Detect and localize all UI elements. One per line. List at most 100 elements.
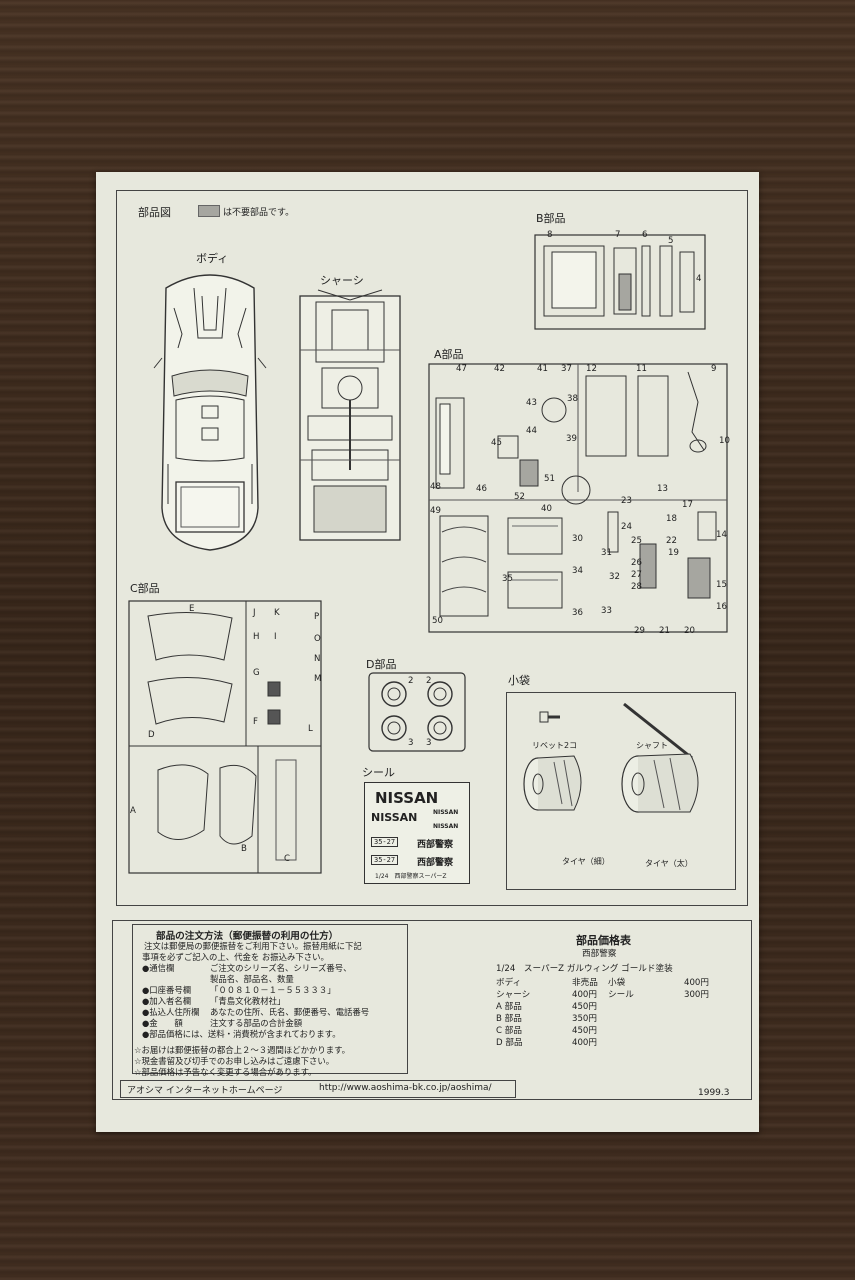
- price-item-price: 450円: [572, 1002, 597, 1012]
- b-part-number: 5: [668, 236, 674, 246]
- a-part-number: 32: [609, 572, 620, 582]
- a-part-number: 9: [711, 364, 717, 374]
- a-part-number: 44: [526, 426, 537, 436]
- c-part-letter: F: [253, 717, 258, 727]
- seal-nissan-large: NISSAN: [375, 789, 439, 807]
- c-part-letter: N: [314, 654, 321, 664]
- c-part-letter: K: [274, 608, 280, 618]
- d-part-number: 2: [426, 676, 432, 686]
- parts-sheet: 部品図 は不要部品です。 ボディ シャーシ B部品: [96, 172, 759, 1132]
- a-part-number: 34: [572, 566, 583, 576]
- b-part-number: 7: [615, 230, 621, 240]
- a-part-number: 15: [716, 580, 727, 590]
- rivet-label: リベット2コ: [532, 741, 578, 750]
- order-intro-line: 注文は郵便局の郵便振替をご利用下さい。振替用紙に下記: [144, 941, 362, 951]
- a-part-number: 21: [659, 626, 670, 636]
- a-part-number: 18: [666, 514, 677, 524]
- a-part-number: 48: [430, 482, 441, 492]
- bag-frame: [506, 692, 736, 890]
- price-list-right: 小袋 400円 シール 300円: [608, 976, 718, 1002]
- a-part-number: 46: [476, 484, 487, 494]
- info-frame: [112, 920, 752, 1100]
- a-part-number: 13: [657, 484, 668, 494]
- price-list-left: ボディ 非売品 シャーシ 400円 A 部品 450円 B 部品 350円 C …: [496, 976, 602, 1050]
- order-row-value: 「００８１０－１－５５３３３」: [210, 985, 336, 995]
- price-subtitle: 西部警察: [582, 949, 617, 959]
- d-part-number: 3: [426, 738, 432, 748]
- seal-seibu: 西部警察: [417, 840, 454, 850]
- a-part-number: 52: [514, 492, 525, 502]
- price-item-name: 小袋: [608, 978, 626, 988]
- a-part-number: 29: [634, 626, 645, 636]
- body-label: ボディ: [196, 252, 229, 265]
- c-part-letter: I: [274, 632, 277, 642]
- seal-nissan-medium: NISSAN: [371, 811, 418, 824]
- c-part-letter: P: [314, 612, 320, 622]
- b-part-number: 8: [547, 230, 553, 240]
- a-part-number: 31: [601, 548, 612, 558]
- a-part-number: 22: [666, 536, 677, 546]
- order-row-value: ご注文のシリーズ名、シリーズ番号、: [210, 963, 352, 973]
- website-url[interactable]: http://www.aoshima-bk.co.jp/aoshima/: [319, 1083, 492, 1093]
- c-part-letter: J: [253, 608, 256, 618]
- a-part-number: 28: [631, 582, 642, 592]
- d-parts-label: D部品: [366, 658, 397, 671]
- a-part-number: 14: [716, 530, 727, 540]
- order-intro-line: 事項を必ずご記入の上、代金を お振込み下さい。: [142, 952, 329, 962]
- c-parts-label: C部品: [130, 582, 160, 595]
- website-label: アオシマ インターネットホームページ: [127, 1086, 283, 1096]
- b-parts-label: B部品: [536, 212, 566, 225]
- a-part-number: 43: [526, 398, 537, 408]
- bag-label: 小袋: [508, 674, 530, 687]
- price-item-name: シール: [608, 990, 634, 1000]
- a-part-number: 41: [537, 364, 548, 374]
- order-row-label: ●加入者名欄: [142, 996, 192, 1006]
- a-part-number: 37: [561, 364, 572, 374]
- seal-nissan-small: NISSAN: [433, 823, 459, 830]
- seal-seibu: 西部警察: [417, 858, 454, 868]
- b-part-number: 4: [696, 274, 702, 284]
- c-part-letter: A: [130, 806, 136, 816]
- seal-plate: 35-27: [371, 855, 399, 865]
- a-part-number: 24: [621, 522, 632, 532]
- c-part-letter: L: [308, 724, 313, 734]
- a-part-number: 10: [719, 436, 730, 446]
- tire-thick-label: タイヤ（太）: [645, 859, 693, 868]
- d-part-number: 3: [408, 738, 414, 748]
- order-row-value: 製品名、部品名、数量: [210, 974, 294, 984]
- seal-caption: 1/24 西部警察スーパーZ: [375, 873, 447, 880]
- a-part-number: 30: [572, 534, 583, 544]
- a-part-number: 39: [566, 434, 577, 444]
- a-part-number: 33: [601, 606, 612, 616]
- price-item-name: C 部品: [496, 1026, 522, 1036]
- diagram-title: 部品図: [138, 206, 171, 219]
- print-date: 1999.3: [698, 1088, 730, 1098]
- a-part-number: 42: [494, 364, 505, 374]
- parts-diagram-frame: [116, 190, 748, 906]
- price-item-name: ボディ: [496, 978, 522, 988]
- order-row-label: ●通信欄: [142, 963, 175, 973]
- a-part-number: 51: [544, 474, 555, 484]
- order-box: [132, 924, 408, 1074]
- a-part-number: 20: [684, 626, 695, 636]
- a-parts-drawing: [428, 363, 728, 633]
- order-row-value: 「青島文化教材社」: [210, 996, 286, 1006]
- body-drawing: [153, 274, 267, 551]
- a-part-number: 25: [631, 536, 642, 546]
- c-part-letter: E: [189, 604, 195, 614]
- c-part-letter: G: [253, 668, 260, 678]
- a-part-number: 35: [502, 574, 513, 584]
- bag-drawing: [523, 702, 699, 813]
- b-parts-drawing: [534, 234, 706, 330]
- order-row-label: ●払込人住所欄: [142, 1007, 200, 1017]
- order-note: ☆お届けは郵便振替の都合上２～３週間ほどかかります。: [134, 1045, 351, 1055]
- chassis-drawing: [299, 289, 401, 541]
- a-part-number: 36: [572, 608, 583, 618]
- a-part-number: 47: [456, 364, 467, 374]
- price-item-price: 400円: [572, 990, 597, 1000]
- a-part-number: 27: [631, 570, 642, 580]
- price-table: 部品価格表 西部警察 1/24 スーパーZ ガルウィング ゴールド塗装: [486, 930, 746, 1060]
- a-part-number: 11: [636, 364, 647, 374]
- c-parts-drawing: [128, 600, 322, 874]
- a-part-number: 12: [586, 364, 597, 374]
